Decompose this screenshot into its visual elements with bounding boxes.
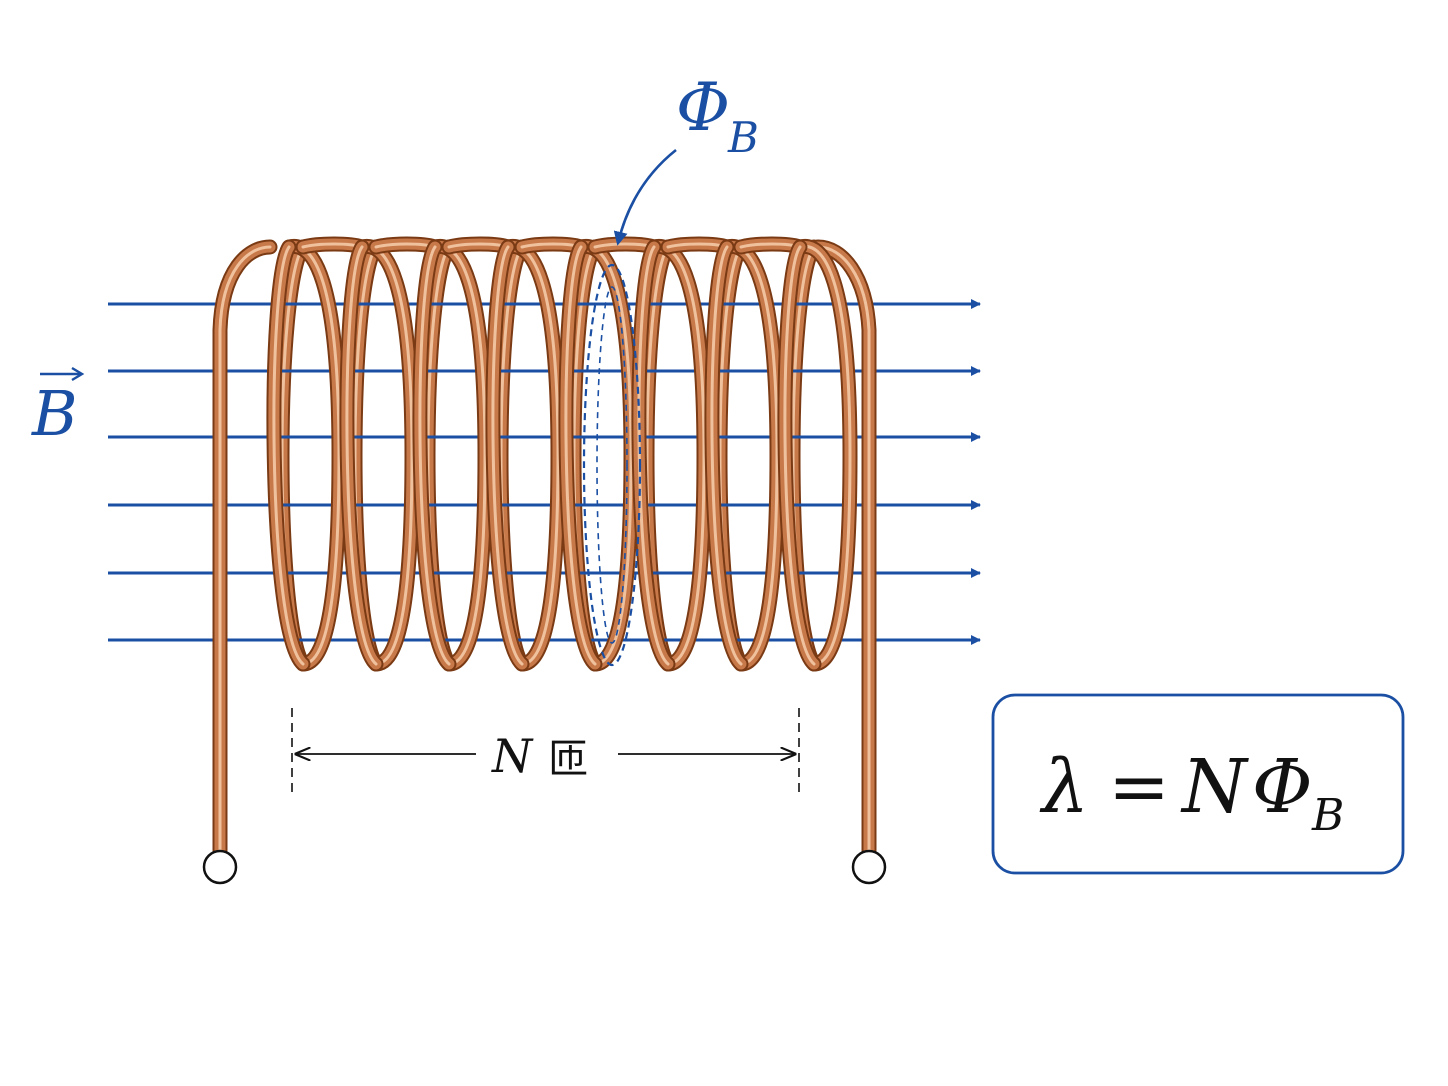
formula-n: N (1180, 744, 1249, 830)
flux-pointer-arrow (613, 148, 677, 246)
coil-front-arc (500, 238, 566, 672)
coil-front-arc (792, 238, 858, 672)
highlighted-turn-outline (582, 263, 642, 667)
formula-equals: = (1108, 744, 1170, 830)
coil-top-arc (587, 236, 662, 255)
formula-phi: Φ (1252, 744, 1313, 830)
coil-front-left-arc (777, 239, 822, 672)
formula-lambda: λ (1039, 744, 1089, 830)
turns-dimension: N 匝 (291, 708, 800, 798)
turns-variable: N (491, 729, 534, 783)
flux-label: Φ B (613, 69, 759, 246)
coil-front-arc (354, 238, 420, 672)
coil-front-segments (212, 236, 877, 858)
formula-subscript: B (1311, 790, 1344, 841)
coil-top-arc (660, 236, 735, 255)
coil-front-left-arc (266, 239, 311, 672)
coil-front-arc (427, 238, 493, 672)
coil-front-arc (646, 238, 712, 672)
coil-front-left-arc (704, 239, 749, 672)
turns-unit: 匝 (548, 736, 588, 782)
terminal-left (202, 849, 238, 885)
coil-top-arc (368, 236, 443, 255)
coil-front-left-arc (631, 239, 676, 672)
coil-front-arc (281, 238, 347, 672)
coil-top-arc (733, 236, 808, 255)
coil-front-left-arc (339, 239, 384, 672)
highlighted-turn-inner (596, 286, 628, 644)
terminal-right (851, 849, 887, 885)
coil-front-arc (719, 238, 785, 672)
flux-symbol: Φ (676, 69, 730, 146)
lead-wire-left (212, 239, 278, 858)
coil-front-left-arc (485, 239, 530, 672)
b-field-symbol: B (31, 377, 78, 450)
coil-top-arc (441, 236, 516, 255)
b-field-label: B (31, 366, 85, 450)
coil-top-arc (295, 236, 370, 255)
coil-front-left-arc (558, 239, 603, 672)
coil-front-arc (573, 238, 639, 672)
coil-top-arc (514, 236, 589, 255)
flux-subscript: B (727, 113, 759, 162)
flux-linkage-formula-box: λ = N Φ B (991, 693, 1405, 875)
lead-wire-right (810, 239, 877, 858)
coil-front-left-arc (412, 239, 457, 672)
